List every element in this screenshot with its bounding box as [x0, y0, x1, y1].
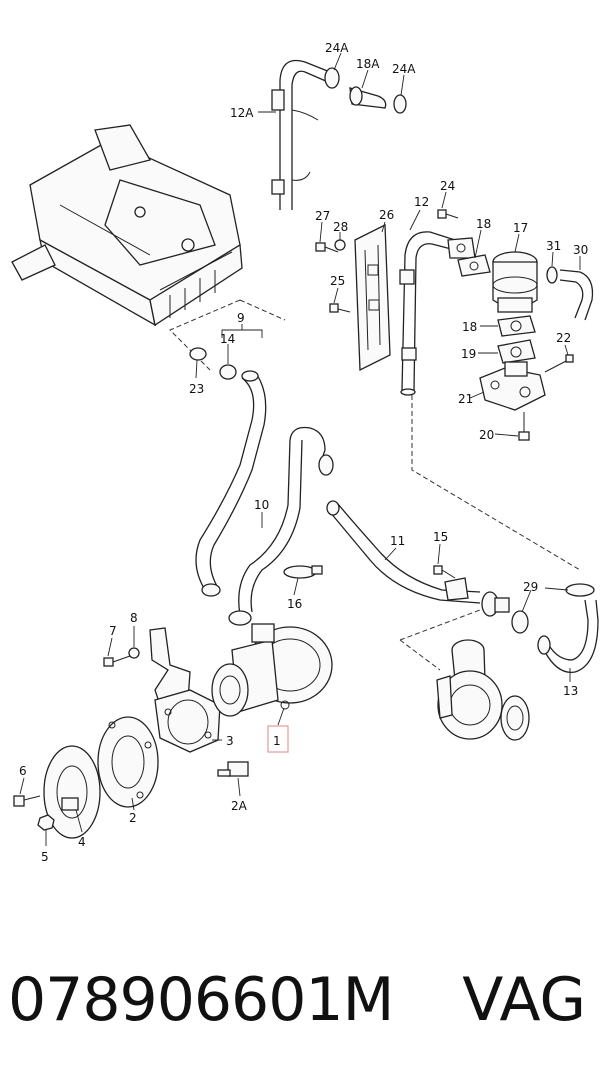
label-22: 22 [556, 331, 571, 345]
sensor-2a [217, 761, 249, 777]
washer-8 [128, 647, 140, 659]
valve-21 [479, 361, 546, 411]
part-1-highlight-box [267, 725, 289, 753]
bolt-15 [433, 565, 456, 579]
label-26: 26 [379, 208, 394, 222]
label-7: 7 [109, 624, 117, 638]
label-24a-right: 24A [392, 62, 416, 76]
label-31: 31 [546, 239, 561, 253]
label-9: 9 [237, 311, 245, 325]
part-19 [497, 339, 536, 364]
clamp-23 [189, 347, 207, 361]
bolt-25 [329, 303, 351, 313]
pump-bracket-3 [154, 689, 221, 753]
label-21: 21 [458, 392, 473, 406]
label-4: 4 [78, 835, 86, 849]
clamp-29-right [565, 583, 595, 597]
hose-18a [349, 86, 387, 109]
label-29: 29 [523, 580, 538, 594]
label-18-top: 18 [476, 217, 491, 231]
label-25: 25 [330, 274, 345, 288]
label-30: 30 [573, 243, 588, 257]
callout-labels: 24A 18A 24A 12A 24 12 27 28 26 18 17 31 … [19, 41, 588, 864]
leader-lines [19, 52, 581, 846]
footer: 078906601M VAG [0, 955, 600, 1045]
pipe-12 [399, 231, 456, 396]
brand-name: VAG [462, 965, 586, 1035]
clamp-31 [546, 266, 558, 284]
label-27: 27 [315, 209, 330, 223]
label-10: 10 [254, 498, 269, 512]
clamp-16 [283, 565, 323, 579]
hose-30 [559, 269, 594, 321]
label-8: 8 [130, 611, 138, 625]
valve-17 [492, 251, 538, 313]
label-13: 13 [563, 684, 578, 698]
label-16: 16 [287, 597, 302, 611]
bolt-7 [103, 655, 131, 667]
gasket-18-top [457, 254, 491, 277]
label-23: 23 [189, 382, 204, 396]
bolt-20 [518, 412, 530, 441]
pipe-11 [326, 500, 481, 604]
clamp-14 [219, 364, 237, 380]
connector-11 [481, 591, 510, 617]
label-11: 11 [390, 534, 405, 548]
air-filter-housing [11, 124, 243, 327]
bolt-22 [544, 354, 574, 373]
label-24: 24 [440, 179, 455, 193]
guide-line-filter-2 [239, 299, 286, 321]
washer-28 [334, 239, 346, 251]
label-3: 3 [226, 734, 234, 748]
label-15: 15 [433, 530, 448, 544]
guide-line-turbo [399, 609, 481, 641]
hose-10 [228, 426, 334, 626]
label-18-low: 18 [462, 320, 477, 334]
label-14: 14 [220, 332, 235, 346]
label-6: 6 [19, 764, 27, 778]
hose-9 [195, 370, 267, 597]
gasket-18-low [497, 315, 536, 337]
part-number: 078906601M [8, 965, 394, 1035]
label-18a: 18A [356, 57, 380, 71]
label-20: 20 [479, 428, 494, 442]
label-2a: 2A [231, 799, 248, 813]
label-5: 5 [41, 850, 49, 864]
hose-13 [537, 599, 599, 673]
label-1: 1 [273, 734, 281, 748]
clamp-24a-top [324, 67, 340, 89]
guide-line-turbo-2 [399, 639, 441, 671]
bolt-27 [315, 242, 339, 253]
label-17: 17 [513, 221, 528, 235]
label-19: 19 [461, 347, 476, 361]
flange-12 [447, 237, 476, 259]
bolt-6 [13, 795, 41, 807]
bolt-24 [437, 209, 459, 219]
clamp-29-left [511, 610, 529, 634]
label-12: 12 [414, 195, 429, 209]
label-28: 28 [333, 220, 348, 234]
plate-2 [97, 716, 159, 808]
guide-line-right [411, 395, 581, 571]
label-24a-top: 24A [325, 41, 349, 55]
nut-5 [37, 814, 55, 831]
label-12a: 12A [230, 106, 254, 120]
exploded-parts-diagram: 24A 18A 24A 12A 24 12 27 28 26 18 17 31 … [11, 41, 599, 864]
clamp-24a-right [393, 94, 407, 114]
plate-4 [43, 745, 101, 839]
label-2: 2 [129, 811, 137, 825]
turbocharger [436, 639, 530, 741]
air-pump-1 [211, 623, 333, 717]
pipe-12a [271, 59, 331, 210]
bracket-26 [354, 223, 391, 372]
